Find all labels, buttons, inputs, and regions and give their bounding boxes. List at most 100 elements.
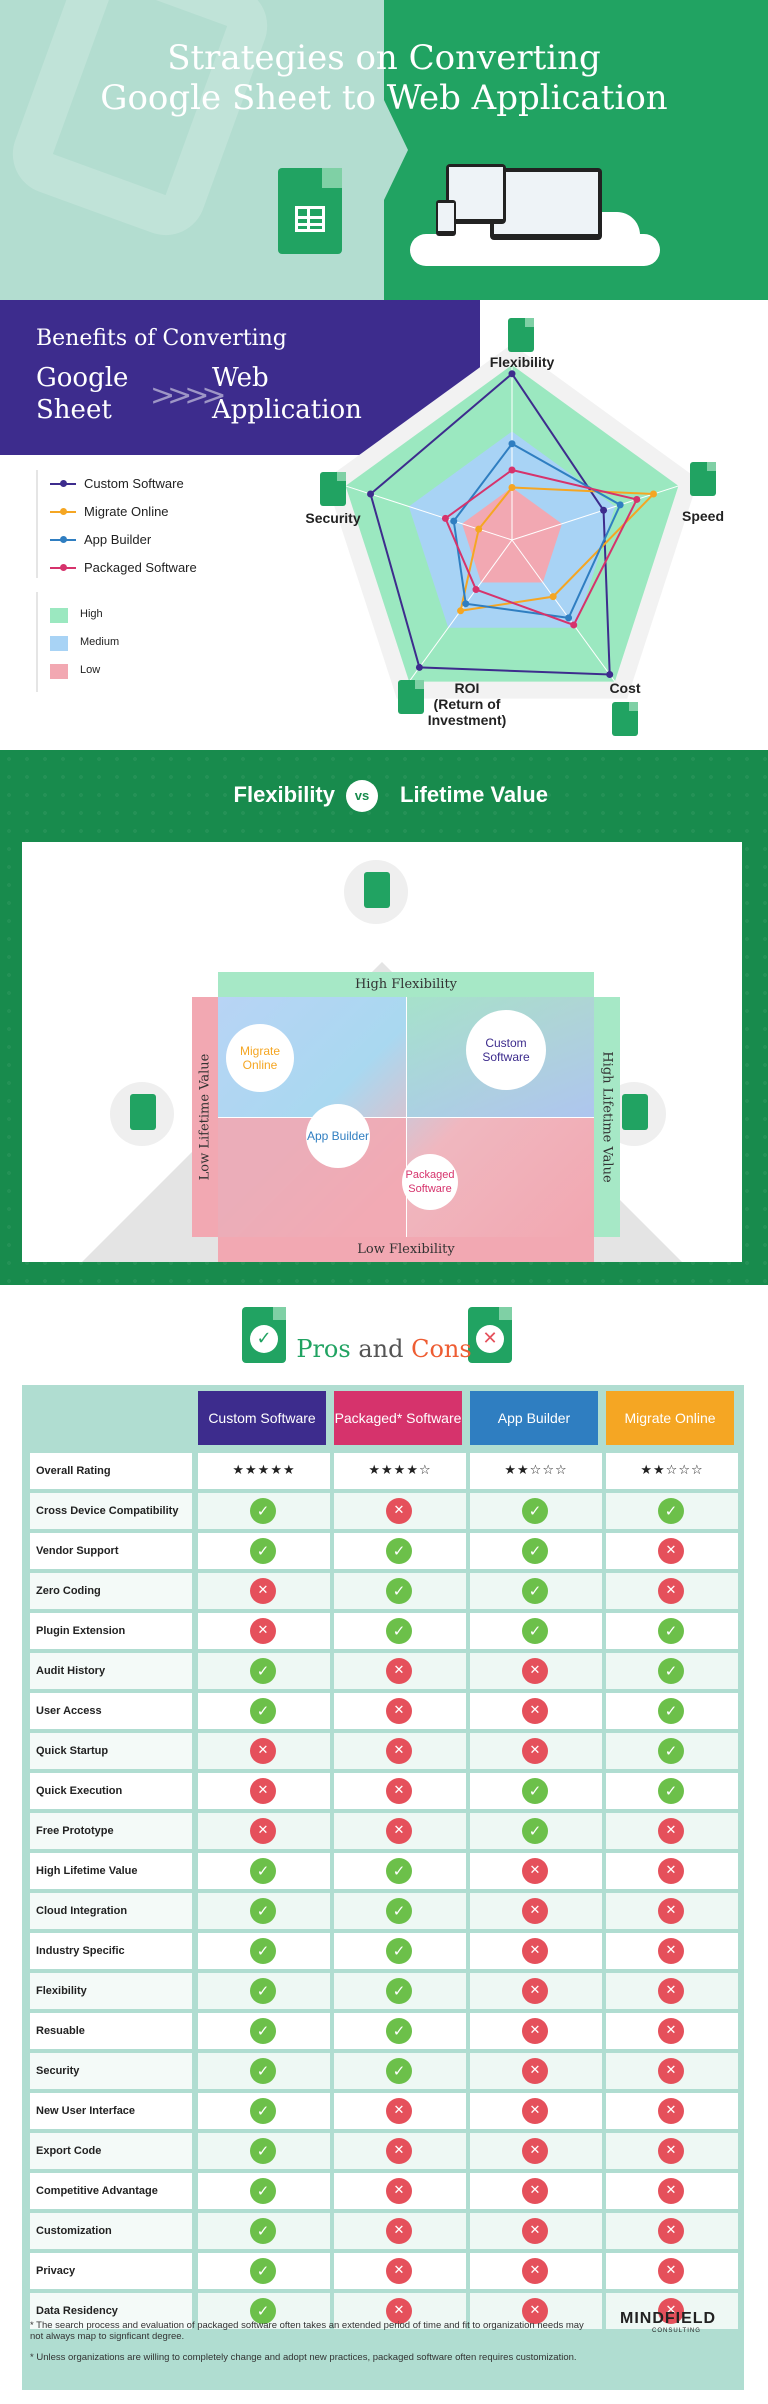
band-high-lifetime: High Lifetime Value <box>594 997 620 1237</box>
check-icon: ✓ <box>250 2098 276 2124</box>
row-label: Quick Execution <box>30 1773 192 1809</box>
check-icon: ✓ <box>522 1818 548 1844</box>
check-icon: ✓ <box>250 1498 276 1524</box>
title-line-1: Strategies on Converting <box>167 38 601 78</box>
check-icon: ✓ <box>250 2218 276 2244</box>
check-icon: ✓ <box>658 1778 684 1804</box>
check-icon: ✓ <box>658 1738 684 1764</box>
bubble-app-builder: App Builder <box>306 1104 370 1168</box>
cross-icon: ✕ <box>386 2258 412 2284</box>
radar-axis <box>511 539 616 682</box>
check-icon: ✓ <box>658 1698 684 1724</box>
dollar-icon <box>612 702 638 736</box>
chevrons-icon: >>>> <box>150 378 226 413</box>
column-header: Packaged* Software <box>334 1391 462 1445</box>
check-icon: ✓ <box>250 2298 276 2324</box>
security-icon <box>320 472 346 506</box>
check-icon: ✓ <box>250 1978 276 2004</box>
table-row: Customization✓✕✕✕ <box>30 2213 738 2249</box>
check-icon: ✓ <box>250 2258 276 2284</box>
cross-icon: ✕ <box>522 1858 548 1884</box>
cross-icon: ✕ <box>386 2218 412 2244</box>
data-point <box>508 440 516 448</box>
brand-sub: CONSULTING <box>652 2328 701 2334</box>
check-icon: ✓ <box>250 1658 276 1684</box>
roi-icon <box>398 680 424 714</box>
flex-title-right: Lifetime Value <box>400 782 548 807</box>
cross-doc-icon: ✕ <box>468 1307 512 1363</box>
row-label: Cloud Integration <box>30 1893 192 1929</box>
rating-stars: ★★☆☆☆ <box>640 1463 704 1478</box>
table-row: New User Interface✓✕✕✕ <box>30 2093 738 2129</box>
cross-icon: ✕ <box>522 1738 548 1764</box>
benefits-section: Benefits of Converting Google Sheet >>>>… <box>0 300 768 750</box>
table-row: Cross Device Compatibility✓✕✓✓ <box>30 1493 738 1529</box>
data-point <box>457 607 465 615</box>
cross-icon: ✕ <box>386 1658 412 1684</box>
cross-icon: ✕ <box>658 2138 684 2164</box>
flexibility-icon <box>508 318 534 352</box>
row-label: Competitive Advantage <box>30 2173 192 2209</box>
check-icon: ✓ <box>250 1938 276 1964</box>
data-point <box>570 621 578 629</box>
cross-icon: ✕ <box>522 1938 548 1964</box>
cross-icon: ✕ <box>386 2138 412 2164</box>
check-icon: ✓ <box>522 1578 548 1604</box>
table-row: Audit History✓✕✕✓ <box>30 1653 738 1689</box>
benefits-title: Benefits of Converting <box>36 326 287 351</box>
data-point <box>462 600 470 608</box>
cross-icon: ✕ <box>386 1818 412 1844</box>
data-point <box>367 490 375 498</box>
check-icon: ✓ <box>386 1538 412 1564</box>
check-icon: ✓ <box>658 1498 684 1524</box>
from-label: Google Sheet <box>36 363 129 425</box>
series-packaged-software <box>444 468 639 627</box>
data-point <box>649 490 657 498</box>
cross-icon: ✕ <box>658 1578 684 1604</box>
row-label: Privacy <box>30 2253 192 2289</box>
cross-icon: ✕ <box>658 2178 684 2204</box>
bubble-packaged-software: Packaged Software <box>402 1154 458 1210</box>
row-label: Free Prototype <box>30 1813 192 1849</box>
devices-illustration <box>410 160 670 270</box>
data-point <box>606 670 614 678</box>
table-row: Security✓✓✕✕ <box>30 2053 738 2089</box>
cross-icon: ✕ <box>658 1978 684 2004</box>
row-label: Audit History <box>30 1653 192 1689</box>
axis-label-flexibility: Flexibility <box>489 354 555 370</box>
to-label: Web Application <box>212 363 362 425</box>
cross-icon: ✕ <box>658 2258 684 2284</box>
cross-icon: ✕ <box>522 1898 548 1924</box>
check-icon: ✓ <box>250 1538 276 1564</box>
comparison-table: Custom Software Packaged* Software App B… <box>22 1385 744 2390</box>
check-icon: ✓ <box>386 1618 412 1644</box>
cross-icon: ✕ <box>522 1978 548 2004</box>
check-icon: ✓ <box>250 1698 276 1724</box>
footnote-2: * Unless organizations are willing to co… <box>30 2352 577 2363</box>
check-icon: ✓ <box>250 2058 276 2084</box>
rating-stars: ★★☆☆☆ <box>504 1463 568 1478</box>
cross-icon: ✕ <box>658 1858 684 1884</box>
cross-icon: ✕ <box>522 2218 548 2244</box>
cross-icon: ✕ <box>658 2098 684 2124</box>
check-icon: ✓ <box>386 1978 412 2004</box>
check-icon: ✓ <box>522 1538 548 1564</box>
cross-icon: ✕ <box>522 2018 548 2044</box>
data-point <box>600 506 608 514</box>
cross-icon: ✕ <box>522 2058 548 2084</box>
row-label: Flexibility <box>30 1973 192 2009</box>
check-icon: ✓ <box>250 2018 276 2044</box>
cross-icon: ✕ <box>250 1618 276 1644</box>
cross-icon: ✕ <box>658 2058 684 2084</box>
row-label: User Access <box>30 1693 192 1729</box>
low-lifetime-icon <box>110 1082 174 1146</box>
cross-icon: ✕ <box>658 1898 684 1924</box>
cross-icon: ✕ <box>658 2298 684 2324</box>
table-row: Plugin Extension✕✓✓✓ <box>30 1613 738 1649</box>
bubble-migrate-online: Migrate Online <box>226 1024 294 1092</box>
table-row: Zero Coding✕✓✓✕ <box>30 1573 738 1609</box>
check-icon: ✓ <box>658 1658 684 1684</box>
row-label: Vendor Support <box>30 1533 192 1569</box>
cross-icon: ✕ <box>658 2018 684 2044</box>
